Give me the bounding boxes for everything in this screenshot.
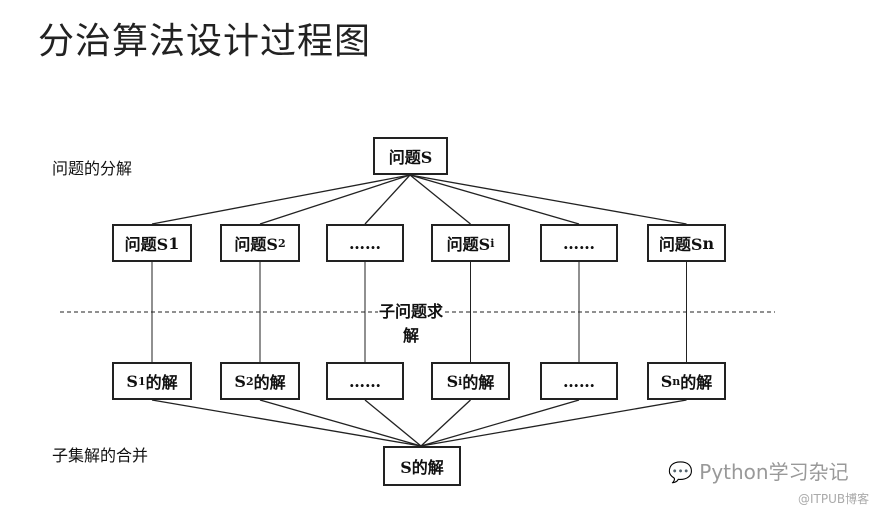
- box-text: 问题S: [658, 235, 703, 254]
- box-subscript: i: [490, 236, 495, 250]
- box-text: 问题S: [124, 235, 169, 254]
- box-text: 问题S: [234, 235, 278, 254]
- box-text: 问题S: [446, 235, 491, 254]
- box-text: S: [234, 371, 246, 391]
- watermark-brand: 💬 Python学习杂记: [668, 456, 849, 485]
- box-suffix: 的解: [462, 373, 495, 392]
- final-solution-box: S的解: [383, 446, 461, 486]
- box-subscript: 2: [245, 374, 254, 388]
- box-text: S: [660, 371, 673, 391]
- box-suffix: 1: [168, 233, 180, 253]
- root-problem-box: 问题S: [373, 137, 448, 175]
- subproblem-box: ……: [326, 224, 404, 262]
- subproblem-box: ……: [540, 224, 618, 262]
- box-suffix: 的解: [680, 373, 713, 392]
- box-suffix: 的解: [145, 373, 178, 392]
- split-line: [259, 174, 411, 225]
- merge-line: [364, 399, 422, 447]
- box-text: ……: [563, 233, 595, 253]
- split-line: [409, 174, 580, 225]
- box-text: ……: [349, 371, 381, 391]
- box-subscript: 2: [277, 236, 286, 250]
- solution-box: ……: [326, 362, 404, 400]
- box-subscript: n: [672, 374, 681, 388]
- box-text: ……: [349, 233, 381, 253]
- watermark-brand-text: Python学习杂记: [699, 460, 849, 484]
- merge-line: [420, 399, 580, 447]
- merge-line: [259, 399, 422, 447]
- box-text: S: [126, 371, 138, 391]
- merge-line: [420, 399, 471, 447]
- label-merge: 子集解的合并: [52, 446, 149, 465]
- merge-line: [420, 399, 687, 447]
- box-suffix: 的解: [253, 373, 286, 392]
- label-solve: 子问题求解: [378, 300, 444, 348]
- box-subscript: 1: [137, 374, 146, 388]
- page-title: 分治算法设计过程图: [38, 21, 372, 62]
- watermark-source: @ITPUB博客: [798, 492, 870, 506]
- split-line: [151, 174, 411, 225]
- wechat-icon: 💬: [668, 460, 693, 484]
- box-suffix: n: [702, 233, 715, 253]
- solution-box: ……: [540, 362, 618, 400]
- split-line: [364, 174, 411, 225]
- box-subscript: i: [458, 374, 463, 388]
- split-line: [409, 174, 687, 225]
- label-decompose: 问题的分解: [52, 159, 133, 178]
- box-text: ……: [563, 371, 595, 391]
- box-text: S: [446, 371, 459, 391]
- merge-line: [151, 399, 422, 447]
- split-line: [409, 174, 471, 225]
